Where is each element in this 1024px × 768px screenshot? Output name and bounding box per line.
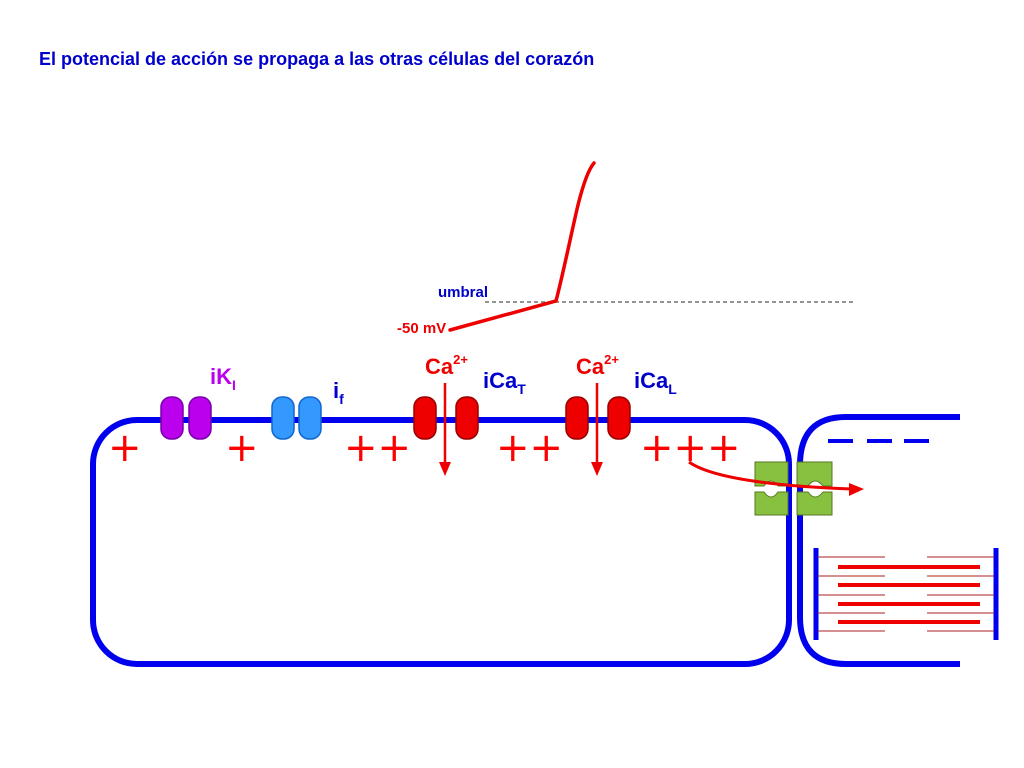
ca-l-ion-label: Ca2+ — [576, 352, 619, 379]
if-channel-icon — [271, 396, 322, 440]
cell-membrane — [90, 417, 792, 667]
action-potential-trace: umbral -50 mV — [397, 161, 853, 337]
neighbor-cell-membrane — [797, 414, 960, 667]
positive-charge: + — [108, 425, 142, 471]
current-arrow — [688, 460, 864, 496]
ca-l-label: iCaL — [634, 368, 677, 397]
voltage-label: -50 mV — [397, 320, 446, 337]
umbral-label: umbral — [438, 284, 488, 301]
positive-charge: ++ — [496, 425, 563, 471]
ca-t-ion-label: Ca2+ — [425, 352, 468, 379]
ca-l-channel-icon — [565, 383, 631, 476]
ca-t-label: iCaT — [483, 368, 526, 397]
sarcomere-icon — [813, 548, 999, 640]
ik-label: iKI — [210, 364, 236, 393]
if-label: if — [333, 378, 344, 407]
positive-charge: ++ — [344, 425, 411, 471]
page-title: El potencial de acción se propaga a las … — [39, 49, 595, 69]
gap-junction-icon — [754, 461, 833, 516]
voltage-trace — [448, 161, 596, 332]
positive-charge: + — [225, 425, 259, 471]
ik-channel-icon — [160, 396, 212, 440]
ca-t-channel-icon — [413, 383, 479, 476]
